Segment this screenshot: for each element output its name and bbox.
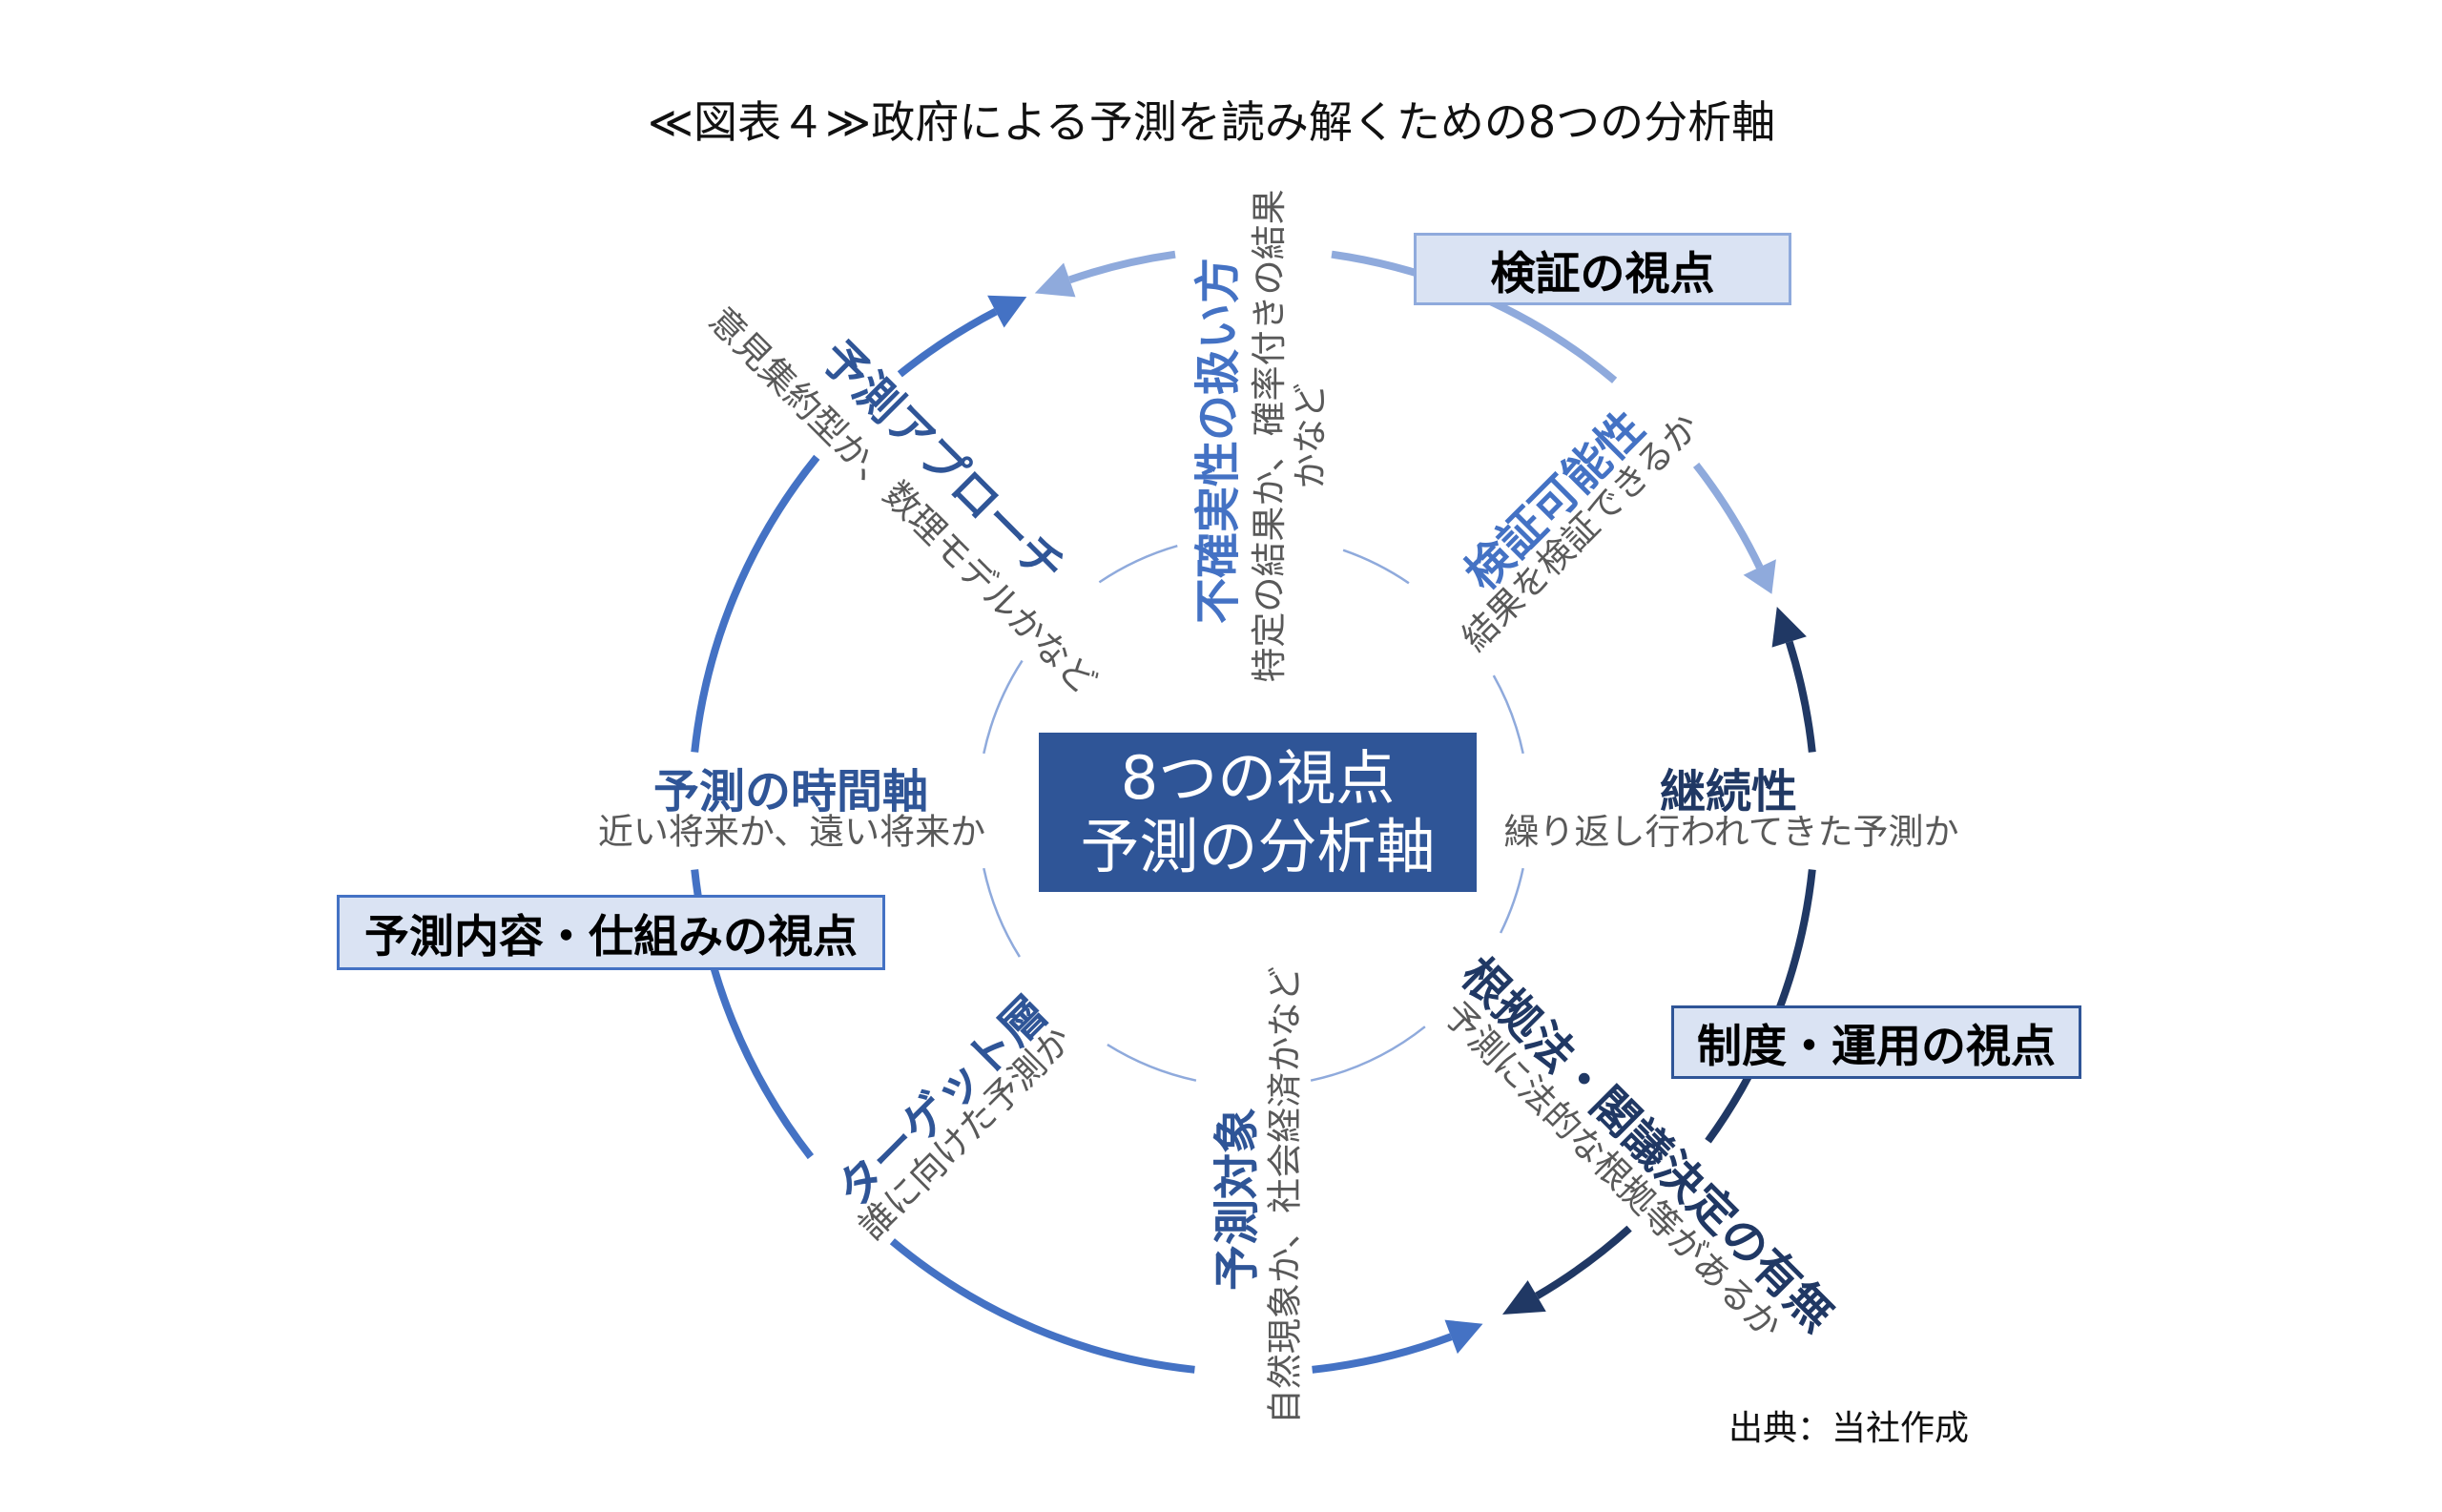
category-label-institution: 制度・運用の視点	[1697, 1021, 2056, 1073]
figure-title: ≪図表４≫政府による予測を読み解くための8つの分析軸	[647, 96, 1776, 148]
axis-title-continuity: 継続性	[1659, 765, 1798, 818]
arc-segment-institution	[1785, 640, 1816, 753]
arrowhead-content	[987, 295, 1027, 328]
center-line-2: 予測の分析軸	[1080, 811, 1436, 881]
arc-segment-verification	[1067, 250, 1176, 284]
arrowhead-institution	[1502, 1280, 1546, 1315]
center-box: 8つの視点 予測の分析軸	[1039, 733, 1477, 892]
arc-segment-verification	[1692, 462, 1764, 570]
inner-ring-segment	[1342, 549, 1410, 585]
category-label-verification: 検証の視点	[1490, 247, 1715, 300]
arrowhead-institution	[1771, 607, 1807, 648]
arrowhead-content	[1444, 1319, 1483, 1355]
arc-segment-content	[897, 308, 998, 378]
source-note: 出典：当社作成	[1728, 1409, 1970, 1448]
axis-title-horizon: 予測の時間軸	[652, 765, 929, 818]
category-box-institution: 制度・運用の視点	[1671, 1005, 2081, 1079]
inner-ring-segment	[1499, 867, 1524, 934]
arrowhead-verification	[1743, 559, 1776, 594]
category-label-content: 予測内容・仕組みの視点	[364, 911, 858, 963]
arc-segment-content	[691, 454, 820, 753]
inner-ring-segment	[983, 867, 1021, 958]
inner-ring-segment	[1107, 1044, 1197, 1082]
category-box-verification: 検証の視点	[1414, 233, 1791, 305]
axis-desc-uncertainty: 特定の結果か、確率付きの結果 かなど	[1249, 189, 1331, 683]
axis-desc-horizon: 近い将来か、遠い将来か	[597, 811, 986, 853]
arc-segment-content	[889, 1238, 1195, 1374]
inner-ring-segment	[1492, 674, 1524, 755]
inner-ring-segment	[1098, 544, 1178, 584]
arc-segment-content	[1312, 1333, 1453, 1374]
axis-desc-target: 自然現象か、社会経済かなど	[1264, 965, 1306, 1425]
arrowhead-verification	[1034, 262, 1076, 298]
center-line-1: 8つの視点	[1120, 742, 1396, 813]
arc-segment-institution	[1535, 1225, 1632, 1299]
inner-ring-segment	[1310, 1025, 1426, 1082]
axis-title-uncertainty: 不確実性の扱い方	[1191, 257, 1245, 625]
inner-ring-segment	[983, 659, 1024, 755]
axis-desc-continuity: 繰り返し行われてきた予測か	[1503, 811, 1959, 853]
category-box-content: 予測内容・仕組みの視点	[337, 895, 885, 970]
axis-title-target: 予測対象	[1211, 1107, 1264, 1292]
